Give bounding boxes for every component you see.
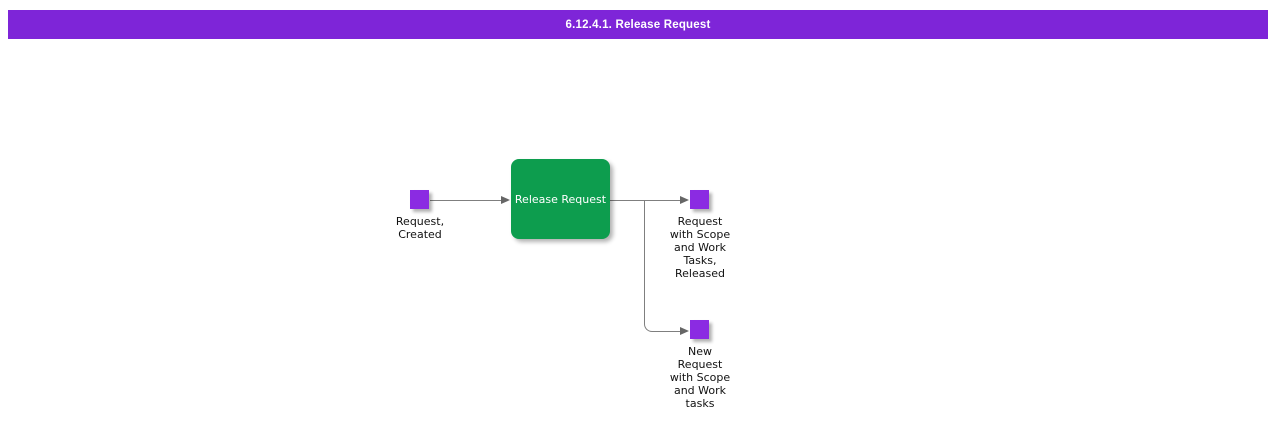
end-event-released-label: Request with Scope and Work Tasks, Relea… <box>669 215 731 280</box>
connector-arrowhead-icon <box>501 196 510 204</box>
start-event-request-created[interactable] <box>410 190 429 209</box>
end-event-new-request[interactable] <box>690 320 709 339</box>
start-event-label: Request, Created <box>395 215 445 241</box>
task-label: Release Request <box>514 192 607 206</box>
diagram-title-bar: 6.12.4.1. Release Request <box>8 10 1268 39</box>
end-event-released[interactable] <box>690 190 709 209</box>
connector-task-to-new-request <box>644 200 682 332</box>
connector-arrowhead-icon <box>680 196 689 204</box>
connector-start-to-task <box>430 200 502 201</box>
connector-arrowhead-icon <box>680 327 689 335</box>
end-event-new-request-label: New Request with Scope and Work tasks <box>669 345 731 410</box>
diagram-title: 6.12.4.1. Release Request <box>565 18 711 31</box>
task-release-request[interactable]: Release Request <box>511 159 610 239</box>
